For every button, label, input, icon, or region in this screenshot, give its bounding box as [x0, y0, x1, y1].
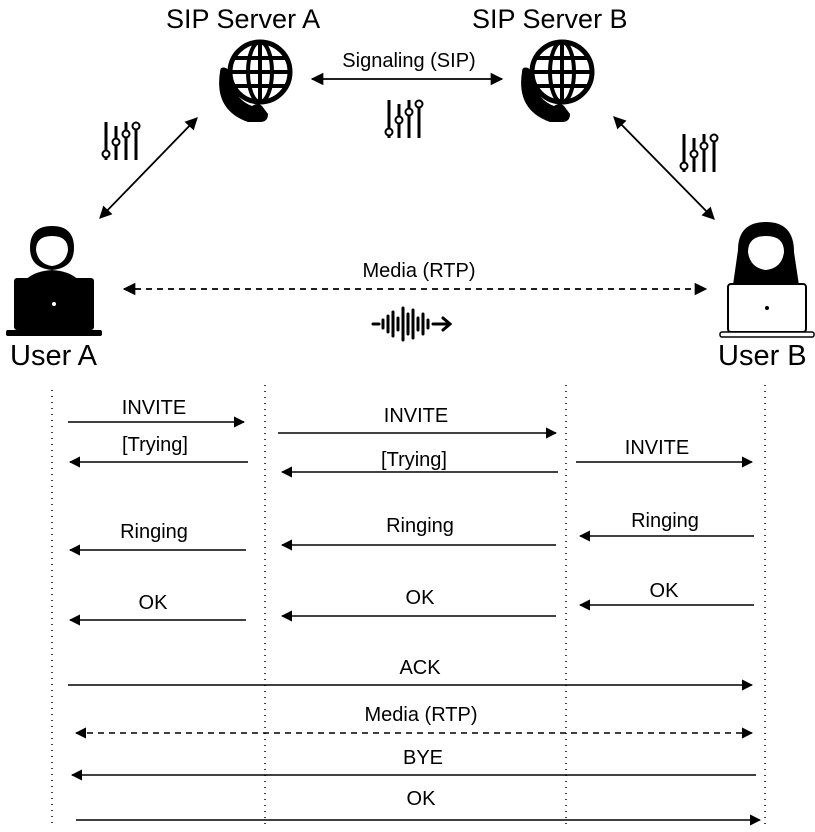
server-b-phone-globe-icon	[521, 39, 595, 122]
server-b-label: SIP Server B	[472, 4, 628, 34]
signaling-link-server-b-user-b	[613, 116, 715, 220]
signaling-label: Signaling (SIP)	[342, 50, 476, 72]
message-label: Media (RTP)	[364, 704, 478, 726]
mixer-sliders-icon	[679, 133, 719, 172]
user-b-laptop-icon	[719, 222, 815, 338]
mixer-sliders-icon	[101, 121, 141, 160]
message-label: Ringing	[631, 510, 699, 532]
server-a-label: SIP Server A	[166, 4, 321, 34]
media-top-label: Media (RTP)	[362, 260, 476, 282]
mixer-sliders-icon	[384, 99, 424, 138]
sequence-arrows	[68, 416, 762, 826]
message-label: [Trying]	[122, 434, 188, 456]
sound-wave-icon	[371, 306, 453, 342]
server-a-phone-globe-icon	[219, 39, 293, 122]
message-label: OK	[405, 587, 435, 609]
user-a-label: User A	[10, 340, 98, 372]
message-label: [Trying]	[381, 449, 447, 471]
message-label: ACK	[399, 657, 441, 679]
message-label: INVITE	[383, 405, 449, 427]
message-label: OK	[649, 580, 679, 602]
message-label: INVITE	[624, 437, 690, 459]
signaling-link-user-a-server-a	[99, 117, 198, 219]
message-label: INVITE	[121, 397, 187, 419]
message-label: Ringing	[386, 515, 454, 537]
message-label: BYE	[402, 747, 444, 769]
message-label: OK	[406, 788, 436, 810]
message-label: OK	[138, 592, 168, 614]
user-a-laptop-icon	[6, 226, 102, 336]
user-b-label: User B	[718, 340, 807, 372]
message-label: Ringing	[120, 521, 188, 543]
